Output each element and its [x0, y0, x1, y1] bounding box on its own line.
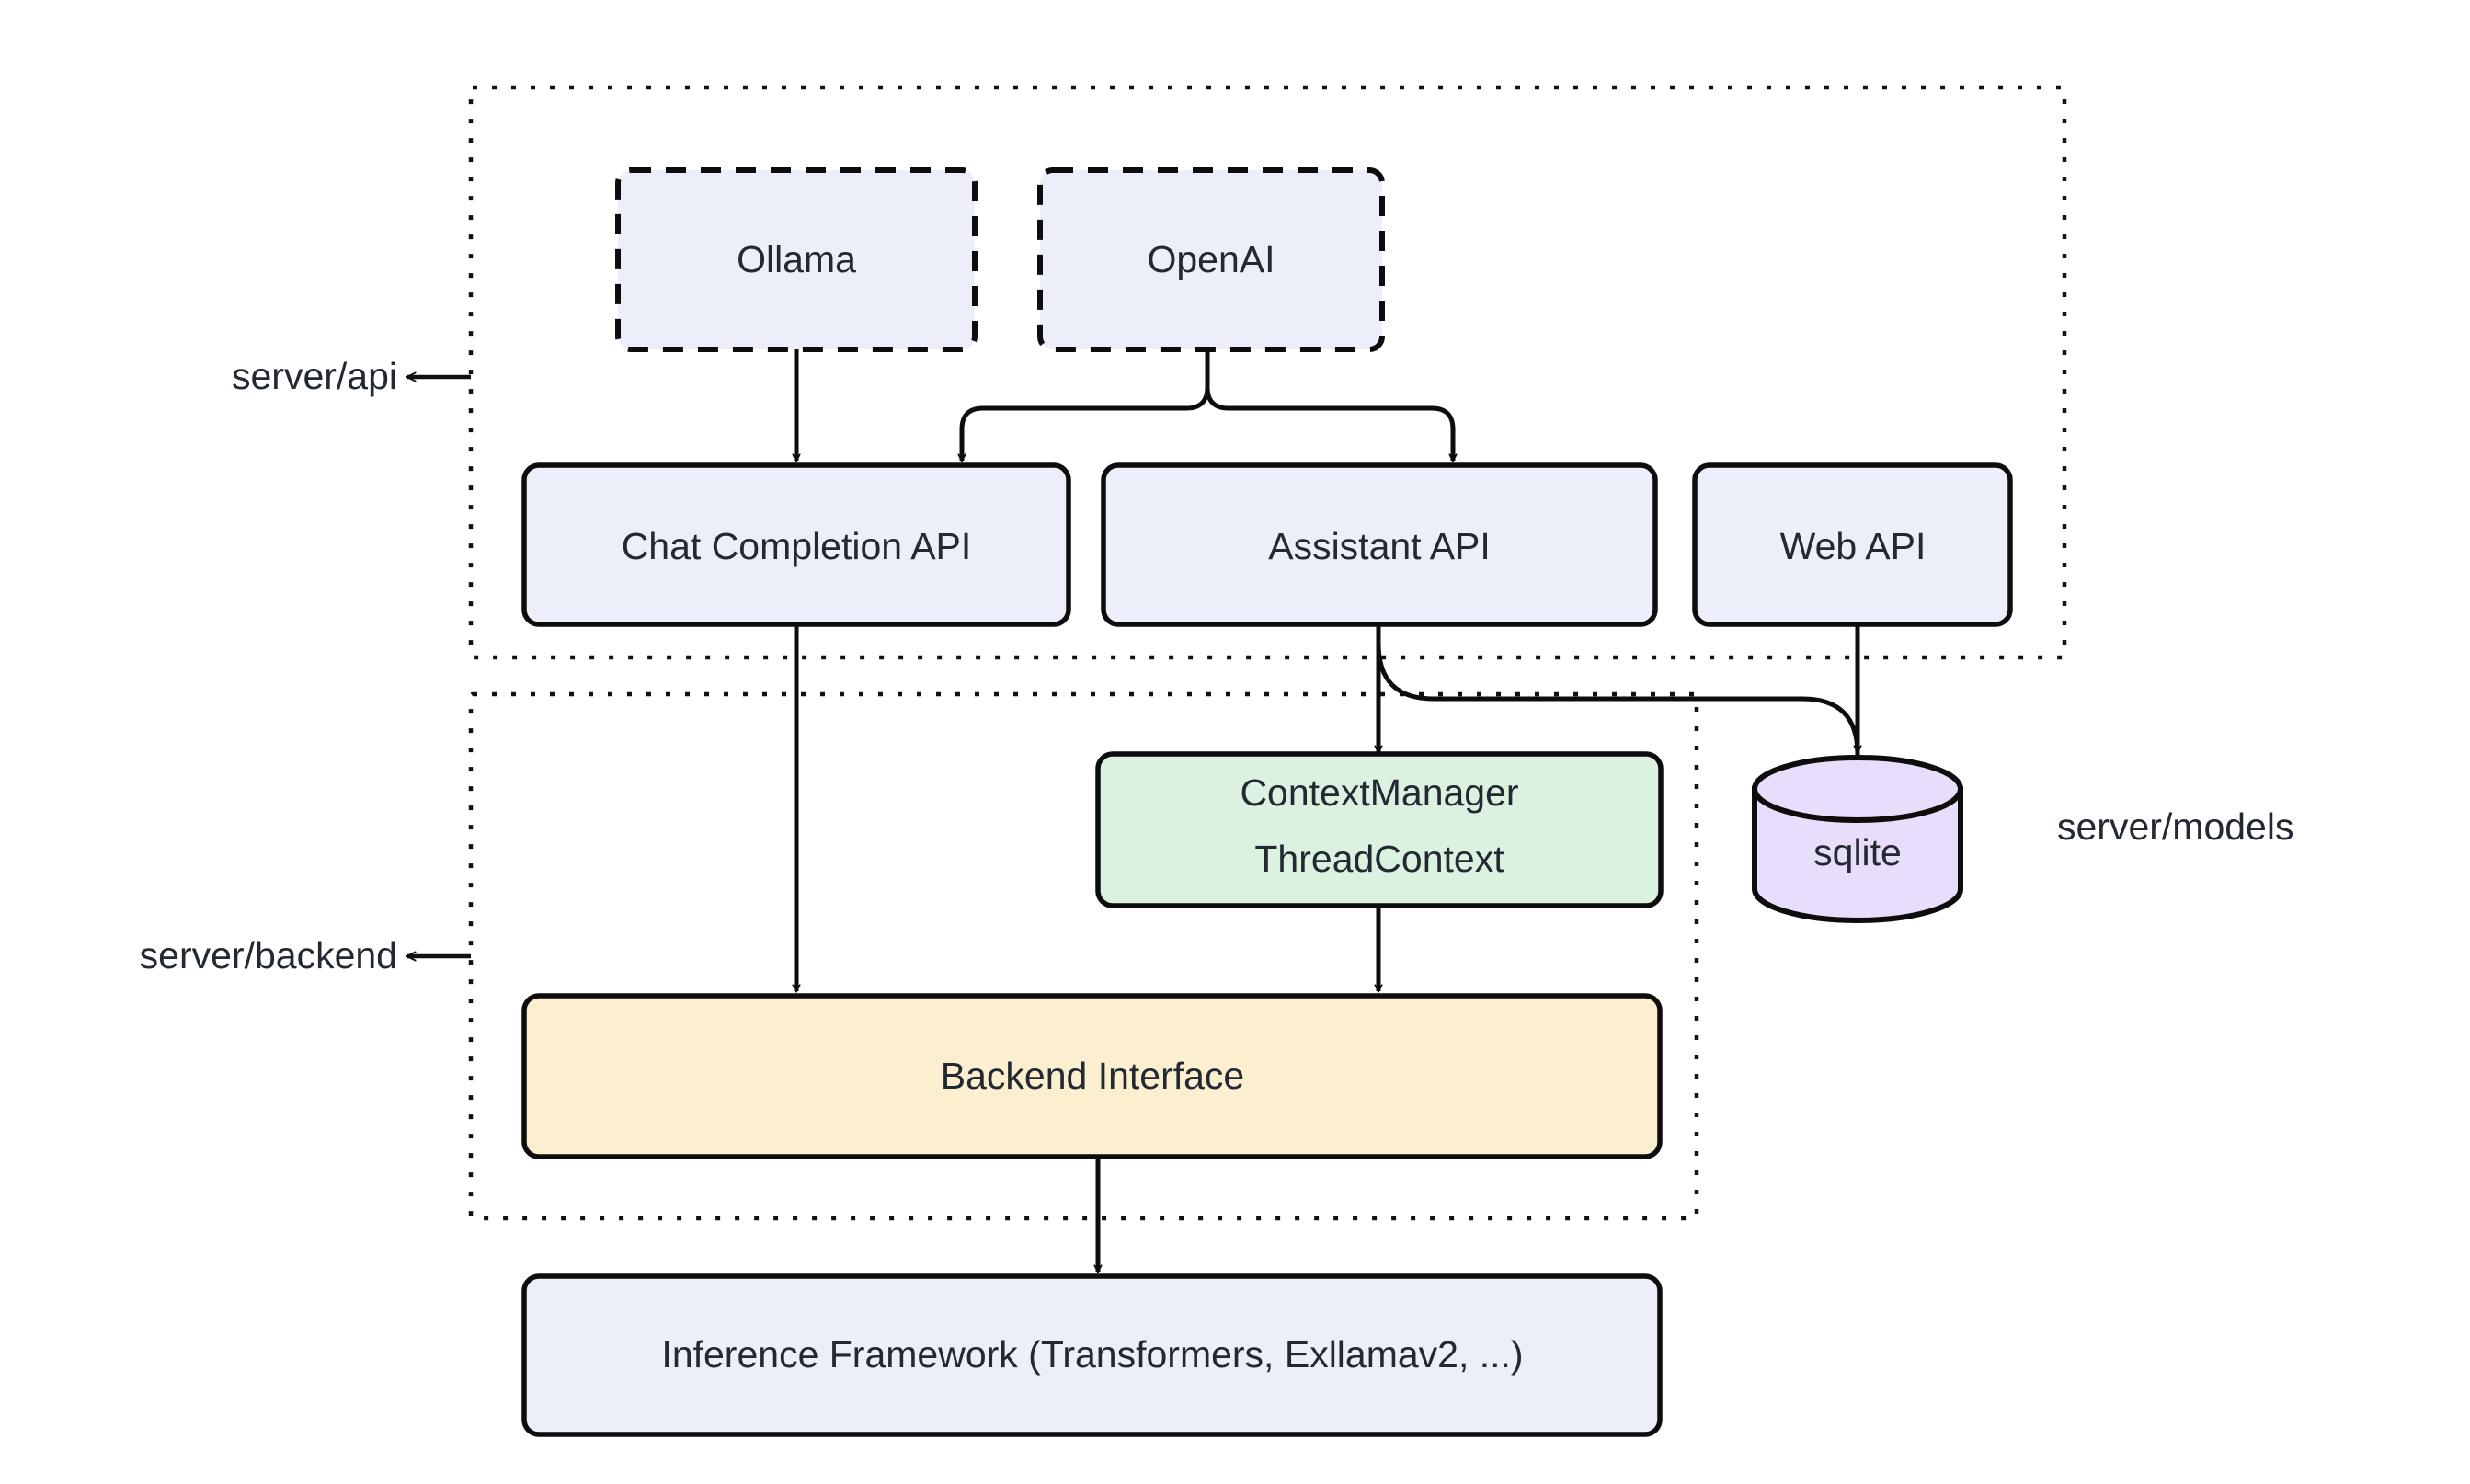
node-inference-framework[interactable]: Inference Framework (Transformers, Exlla… [521, 1273, 1663, 1437]
node-context-manager[interactable]: ContextManager ThreadContext [1095, 751, 1664, 908]
cluster-server-backend [468, 691, 1699, 1221]
cluster-label-server-backend: server/backend [140, 934, 397, 976]
node-ollama[interactable]: Ollama [615, 167, 978, 352]
node-openai-shape [1037, 167, 1385, 352]
node-sqlite-top-ellipse [1752, 755, 1963, 823]
node-inference-framework-label: Inference Framework (Transformers, Exlla… [661, 1333, 1523, 1376]
node-sqlite-label: sqlite [1813, 831, 1902, 873]
edge-assistant-api-to-sqlite [1376, 643, 1858, 754]
node-web-api-shape [1692, 462, 2013, 627]
node-backend-interface-label: Backend Interface [941, 1055, 1244, 1097]
node-context-manager-label-line2: ThreadContext [1254, 838, 1504, 880]
node-openai-label: OpenAI [1147, 238, 1275, 280]
node-assistant-api-label: Assistant API [1268, 525, 1491, 567]
node-assistant-api[interactable]: Assistant API [1101, 462, 1658, 627]
node-context-manager-label-line1: ContextManager [1240, 771, 1518, 814]
node-web-api-label: Web API [1780, 525, 1927, 567]
node-ollama-label: Ollama [737, 238, 856, 280]
node-backend-interface[interactable]: Backend Interface [521, 993, 1663, 1159]
node-ollama-shape [615, 167, 978, 352]
node-inference-framework-shape [521, 1273, 1663, 1437]
edge-openai-to-chat-completion [962, 349, 1210, 461]
node-sqlite-shape [1752, 786, 1963, 923]
cluster-label-server-models: server/models [2057, 805, 2293, 848]
node-assistant-api-shape [1101, 462, 1658, 627]
node-chat-completion-api-shape [521, 462, 1071, 627]
node-web-api[interactable]: Web API [1692, 462, 2013, 627]
node-backend-interface-shape [521, 993, 1663, 1159]
node-sqlite[interactable]: sqlite [1752, 755, 1963, 923]
node-openai[interactable]: OpenAI [1037, 167, 1385, 352]
node-chat-completion-api[interactable]: Chat Completion API [521, 462, 1071, 627]
edge-openai-to-assistant-api [1205, 349, 1453, 461]
cluster-label-server-api: server/api [232, 355, 397, 397]
cluster-server-api [468, 85, 2067, 660]
node-chat-completion-api-label: Chat Completion API [622, 525, 972, 567]
node-context-manager-shape [1095, 751, 1664, 908]
